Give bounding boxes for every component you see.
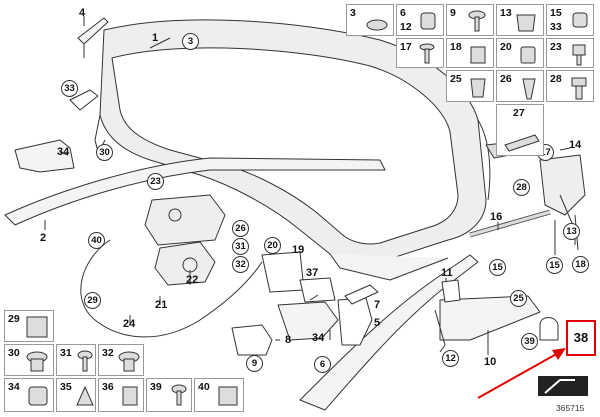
legend-cell-30[interactable]: 30 [4, 344, 54, 376]
legend-label: 31 [60, 347, 72, 359]
legend-cell-20[interactable]: 20 [496, 38, 544, 68]
legend-label: 12 [400, 21, 412, 33]
label-part-5: 5 [374, 317, 381, 329]
legend-label: 32 [102, 347, 114, 359]
label-part-21: 21 [155, 299, 168, 311]
callout-31: 31 [232, 238, 249, 255]
callout-25: 25 [510, 290, 527, 307]
callout-39: 39 [521, 333, 538, 350]
label-part-14: 14 [569, 139, 582, 151]
label-part-19: 19 [292, 244, 305, 256]
legend-label: 13 [500, 7, 512, 19]
label-part-34-right: 34 [312, 332, 325, 344]
legend-cell-3[interactable]: 3 [346, 4, 394, 36]
label-part-24: 24 [123, 318, 136, 330]
legend-label: 3 [350, 7, 356, 19]
legend-cell-36[interactable]: 36 [98, 378, 144, 412]
legend-cell-31[interactable]: 31 [56, 344, 96, 376]
label-part-15-callout: 15 [546, 257, 563, 274]
legend-label: 34 [8, 381, 20, 393]
legend-cell-29[interactable]: 29 [4, 310, 54, 342]
legend-label: 27 [513, 107, 525, 119]
legend-label: 28 [550, 73, 562, 85]
legend-label: 15 [550, 7, 562, 19]
callout-20: 20 [264, 237, 281, 254]
legend-cell-40[interactable]: 40 [194, 378, 244, 412]
legend-label: 20 [500, 41, 512, 53]
legend-label: 29 [8, 313, 20, 325]
callout-23: 23 [147, 173, 164, 190]
highlighted-part-38[interactable]: 38 [566, 320, 596, 356]
legend-label: 35 [60, 381, 72, 393]
legend-label: 18 [450, 41, 462, 53]
legend-cell-9[interactable]: 9 [446, 4, 494, 36]
legend-cell-6-12[interactable]: 6 12 [396, 4, 444, 36]
callout-26: 26 [232, 220, 249, 237]
label-part-1: 1 [152, 32, 159, 44]
callout-12: 12 [442, 350, 459, 367]
legend-label: 23 [550, 41, 562, 53]
callout-40: 40 [88, 232, 105, 249]
legend-label: 36 [102, 381, 114, 393]
legend-cell-23[interactable]: 23 [546, 38, 594, 68]
document-number: 365715 [556, 403, 585, 413]
legend-label: 17 [400, 41, 412, 53]
label-part-37: 37 [306, 267, 319, 279]
highlight-arrow [477, 351, 561, 399]
legend-cell-32[interactable]: 32 [98, 344, 144, 376]
legend-label: 33 [550, 21, 562, 33]
label-part-2: 2 [40, 232, 47, 244]
callout-29: 29 [84, 292, 101, 309]
callout-9: 9 [246, 355, 263, 372]
callout-28: 28 [513, 179, 530, 196]
callout-15: 15 [489, 259, 506, 276]
legend-label: 30 [8, 347, 20, 359]
legend-label: 9 [450, 7, 456, 19]
label-part-8: 8 [285, 334, 292, 346]
legend-cell-25[interactable]: 25 [446, 70, 494, 102]
callout-3: 3 [182, 33, 199, 50]
label-part-22: 22 [186, 274, 199, 286]
legend-label: 6 [400, 7, 406, 19]
label-part-34-left: 34 [57, 146, 70, 158]
label-part-4: 4 [79, 7, 86, 19]
legend-cell-26[interactable]: 26 [496, 70, 544, 102]
legend-cell-15-33[interactable]: 15 33 [546, 4, 594, 36]
label-part-7: 7 [374, 299, 381, 311]
legend-cell-18[interactable]: 18 [446, 38, 494, 68]
legend-label: 40 [198, 381, 210, 393]
legend-cell-34[interactable]: 34 [4, 378, 54, 412]
callout-6: 6 [314, 356, 331, 373]
callout-33: 33 [61, 80, 78, 97]
label-part-13: 13 [563, 223, 580, 240]
legend-label: 26 [500, 73, 512, 85]
label-part-18: 18 [572, 256, 589, 273]
legend-label: 39 [150, 381, 162, 393]
legend-cell-39[interactable]: 39 [146, 378, 192, 412]
legend-cell-28[interactable]: 28 [546, 70, 594, 102]
label-part-16: 16 [490, 211, 503, 223]
legend-label: 25 [450, 73, 462, 85]
label-part-10: 10 [484, 356, 497, 368]
label-part-11: 11 [441, 267, 453, 279]
callout-32: 32 [232, 256, 249, 273]
legend-cell-17[interactable]: 17 [396, 38, 444, 68]
legend-cell-13[interactable]: 13 [496, 4, 544, 36]
legend-cell-35[interactable]: 35 [56, 378, 96, 412]
callout-30: 30 [96, 144, 113, 161]
legend-cell-27[interactable]: 27 [496, 104, 544, 156]
